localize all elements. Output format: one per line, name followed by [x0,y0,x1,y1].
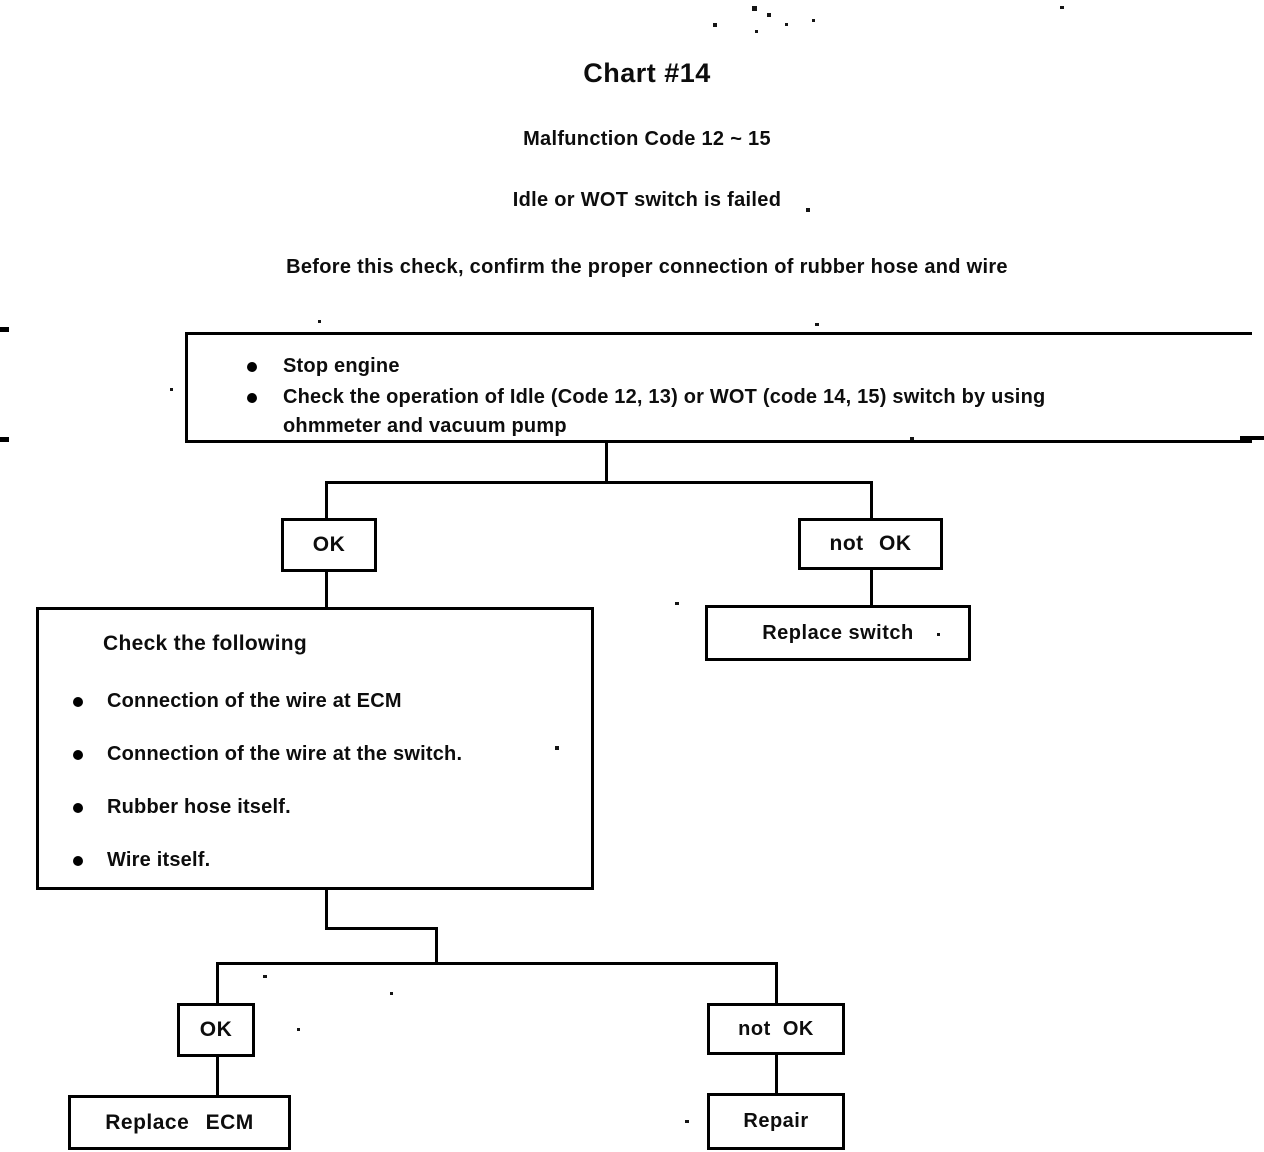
scan-speck [812,19,815,22]
bullet-dot-icon [247,362,257,372]
precheck-note: Before this check, confirm the proper co… [286,256,1008,278]
decision-label: not OK [829,532,912,555]
action-bullet-text: Stop engine [283,355,400,377]
scan-speck [1060,6,1064,9]
check-bullet-text: Wire itself. [107,849,211,871]
connector-line [870,481,873,520]
scan-speck [815,323,819,326]
page-title: Chart #14 [583,58,711,88]
scan-speck [555,746,559,750]
connector-line [216,962,778,965]
outcome-label: Repair [743,1110,809,1132]
decision-label: OK [312,533,346,556]
decision-label: not OK [738,1017,814,1040]
connector-line [775,1055,778,1093]
check-bullet-item: Connection of the wire at ECM [73,687,462,716]
scan-speck [755,30,758,33]
scan-speck [910,437,914,440]
outcome-label: Replace ECM [105,1110,254,1134]
connector-line [435,927,438,965]
connector-line [325,481,873,484]
check-bullet-text: Connection of the wire at ECM [107,690,402,712]
scan-speck [785,23,788,26]
check-bullet-list: Connection of the wire at ECM Connection… [73,687,462,875]
action-bullet-item: Check the operation of Idle (Code 12, 13… [247,383,1045,441]
check-bullet-item: Connection of the wire at the switch. [73,740,462,769]
scan-speck [675,602,679,605]
scan-speck [806,208,810,212]
check-box: Check the following Connection of the wi… [36,607,594,890]
scan-speck [297,1028,300,1031]
scan-speck [685,1120,689,1123]
connector-line [325,481,328,520]
action-bullet-list: Stop engine Check the operation of Idle … [247,352,1045,441]
bullet-dot-icon [73,856,83,866]
scan-speck [170,388,173,391]
decision-box-ok-2: OK [177,1003,255,1057]
scan-speck [390,992,393,995]
connector-line [775,962,778,1003]
malfunction-code-subtitle: Malfunction Code 12 ~ 15 [523,128,771,150]
connector-line [325,890,328,930]
check-bullet-item: Rubber hose itself. [73,793,462,822]
check-bullet-text: Connection of the wire at the switch. [107,743,463,765]
scan-edge-artifact [0,327,9,332]
connector-line [870,570,873,607]
action-bullet-text: Check the operation of Idle (Code 12, 13… [283,386,1046,437]
scan-edge-artifact [1240,436,1264,440]
bullet-dot-icon [73,803,83,813]
decision-label: OK [199,1018,233,1041]
scan-speck [937,633,940,636]
decision-box-not-ok-1: not OK [798,518,943,570]
scan-speck [713,23,717,27]
bullet-dot-icon [247,393,257,403]
decision-box-not-ok-2: not OK [707,1003,845,1055]
scan-speck [318,320,321,323]
connector-line [216,1057,219,1095]
check-bullet-item: Wire itself. [73,846,462,875]
outcome-label: Replace switch [762,621,914,644]
connector-line [216,962,219,1003]
connector-line [325,570,328,609]
scan-edge-artifact [0,437,9,442]
outcome-box-repair: Repair [707,1093,845,1150]
decision-box-ok-1: OK [281,518,377,572]
connector-line [325,927,438,930]
failure-description-subtitle: Idle or WOT switch is failed [512,189,782,211]
bullet-dot-icon [73,697,83,707]
check-bullet-text: Rubber hose itself. [107,796,291,818]
connector-line [605,443,608,483]
check-heading: Check the following [103,632,308,655]
outcome-box-replace-ecm: Replace ECM [68,1095,291,1150]
action-box: Stop engine Check the operation of Idle … [185,332,1252,443]
outcome-box-replace-switch: Replace switch [705,605,971,661]
action-bullet-item: Stop engine [247,352,1045,381]
scan-speck [752,6,757,11]
scan-speck [263,975,267,978]
scan-speck [767,13,771,17]
bullet-dot-icon [73,750,83,760]
